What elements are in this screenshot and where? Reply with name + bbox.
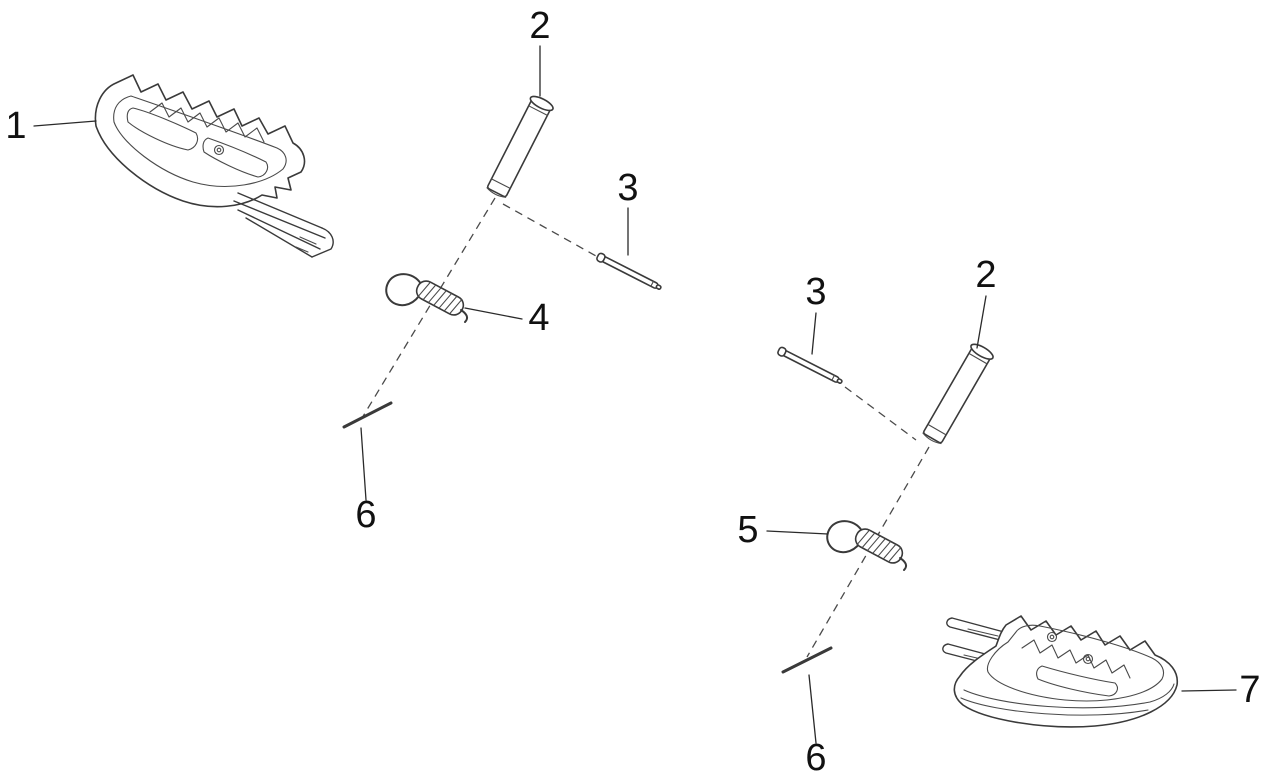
footpeg-right-inner-rim	[986, 624, 1165, 702]
callout-3-rod-left: 3	[617, 167, 638, 209]
callout-1-footpeg-left: 1	[5, 105, 26, 147]
footpeg-left-stud-outer	[213, 144, 225, 156]
spring-left-end-hook	[460, 309, 469, 323]
footpeg-left-illustration	[94, 74, 334, 258]
footpeg-right-base-rim-2	[960, 697, 1149, 716]
rod-left-head	[596, 252, 606, 263]
footpeg-left-bracket-tip	[311, 227, 334, 258]
callout-3-rod-right: 3	[805, 271, 826, 313]
rod-right-illustration	[777, 346, 843, 384]
pivot-pin-left-band	[490, 178, 511, 189]
split-pin-left	[342, 401, 393, 429]
rod-right-tip-line	[831, 374, 835, 381]
footpeg-left-bracket-ridge-3	[237, 209, 321, 250]
footpeg-left-bracket-notch	[295, 236, 317, 253]
assembly-axis-right-main	[806, 446, 930, 658]
rod-left-tip	[655, 284, 662, 290]
footpeg-left-bracket-ridge-1	[237, 192, 323, 229]
footpeg-left-slot-rear	[202, 137, 269, 178]
spring-left-coil-turns	[417, 281, 463, 315]
footpeg-left-stud-inner	[216, 147, 222, 153]
pivot-pin-right-base	[922, 432, 942, 445]
spring-left-hook-loop	[385, 273, 422, 307]
callout-4-spring-left: 4	[528, 297, 549, 339]
leader-callout-6-left	[360, 427, 367, 501]
callout-7-footpeg-right: 7	[1239, 669, 1260, 711]
footpeg-left-outline	[94, 74, 306, 208]
callout-6-splitpin-right: 6	[805, 737, 826, 776]
pivot-pin-left-cap-line	[528, 105, 548, 116]
pivot-pin-right-cap-line	[968, 352, 988, 365]
footpeg-left-slot-front	[126, 107, 199, 151]
footpeg-left-bracket-ridge-4	[245, 217, 313, 258]
rod-right-body	[780, 349, 840, 383]
footpeg-right-stud-2-inner	[1085, 656, 1091, 662]
rod-left-tip-line	[650, 280, 654, 287]
footpeg-left-bracket-ridge-2	[233, 200, 326, 239]
rod-left-body	[599, 255, 659, 289]
callout-2-pin-right: 2	[975, 254, 996, 296]
footpeg-right-slot	[1036, 665, 1118, 697]
pivot-pin-right-illustration	[922, 343, 994, 445]
footpeg-left-inner-rim	[113, 95, 287, 187]
pivot-pin-left-illustration	[486, 95, 554, 198]
pivot-pin-left-body	[487, 98, 551, 198]
pivot-pin-right-body	[923, 346, 991, 444]
rod-left-illustration	[596, 252, 662, 290]
assembly-axis-left-branch	[502, 203, 597, 257]
callout-2-pin-left: 2	[529, 5, 550, 47]
pivot-pin-right-band	[927, 423, 947, 436]
spring-right-end-hook	[899, 557, 908, 571]
footpeg-right-outline	[953, 615, 1179, 728]
spring-right-coil-turns	[856, 529, 902, 563]
spring-right-illustration	[826, 520, 908, 571]
footpeg-right-stud-2-outer	[1082, 653, 1094, 665]
pivot-pin-left-cap	[529, 95, 554, 112]
leader-callout-4	[464, 307, 523, 320]
footpeg-right-stud-1-outer	[1046, 631, 1058, 643]
footpeg-right-prong-upper	[946, 617, 1005, 642]
leader-callout-6-right	[808, 674, 817, 744]
split-pin-right	[781, 646, 833, 674]
leader-callout-2-right	[976, 295, 987, 349]
assembly-axis-right-branch	[844, 386, 917, 441]
leader-callout-5	[766, 530, 829, 535]
footpeg-right-inner-teeth	[1021, 639, 1131, 679]
spring-right-hook-loop	[826, 520, 863, 554]
leader-callout-7	[1181, 689, 1237, 692]
footpeg-right-stud-1-inner	[1049, 634, 1055, 640]
rod-right-head	[777, 346, 787, 357]
spring-left-illustration	[385, 273, 469, 323]
leader-callout-1	[33, 120, 97, 127]
rod-right-tip	[836, 378, 843, 384]
footpeg-left-inner-teeth	[149, 102, 265, 143]
footpeg-right-illustration	[942, 615, 1179, 728]
footpeg-right-base-rim	[963, 683, 1175, 709]
callout-6-splitpin-left: 6	[355, 494, 376, 536]
leader-callout-3-right	[811, 312, 817, 355]
pivot-pin-left-base	[486, 187, 507, 198]
assembly-axis-left-main	[361, 197, 496, 419]
callout-5-spring-right: 5	[737, 509, 758, 551]
